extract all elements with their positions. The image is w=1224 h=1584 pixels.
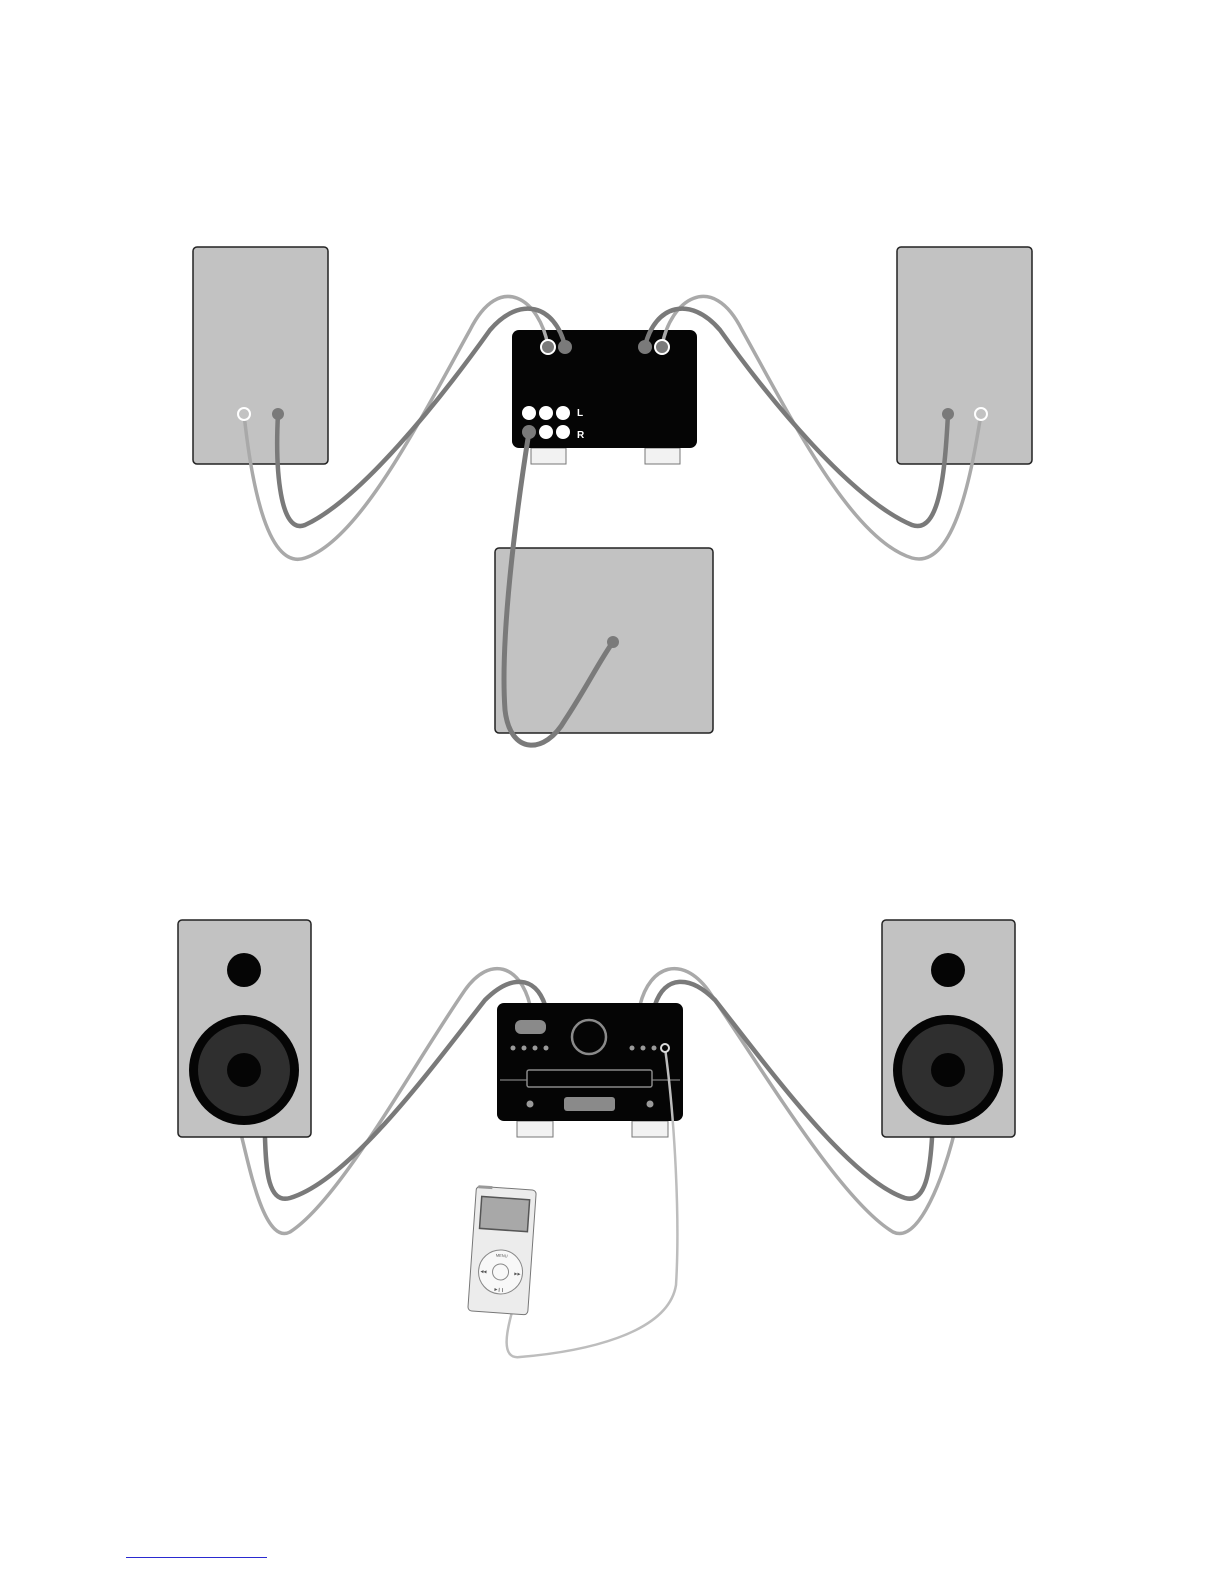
left-speaker-rear [193,247,328,464]
receiver-terminal [541,340,555,354]
woofer-dust-cap [227,1053,261,1087]
speaker-terminal [238,408,250,420]
front-view: MENU ▶❙❙ ◀◀ ▶▶ [178,920,1015,1357]
speaker-terminal [272,408,284,420]
ipod-center-button [492,1263,509,1280]
rca-jack [522,406,536,420]
screw-dot [647,1101,654,1108]
jack-label-right: R [577,430,585,441]
right-speaker-front [882,920,1015,1137]
rear-view: L R [193,247,1032,745]
speaker-terminal [975,408,987,420]
ipod: MENU ▶❙❙ ◀◀ ▶▶ [468,1185,537,1315]
indicator-dot [522,1046,527,1051]
ipod-play-label: ▶❙❙ [494,1287,504,1293]
receiver-foot [531,448,566,464]
subwoofer-rear [495,548,713,733]
woofer-dust-cap [931,1053,965,1087]
indicator-dot [544,1046,549,1051]
indicator-dot [511,1046,516,1051]
rca-plug [522,425,536,439]
display-window [515,1020,546,1034]
screw-dot [527,1101,534,1108]
subwoofer-terminal [607,636,619,648]
rca-jack [539,406,553,420]
ipod-menu-label: MENU [496,1253,508,1259]
tweeter [227,953,261,987]
rca-jack [556,406,570,420]
footer-rule [126,1557,267,1558]
receiver-foot [517,1121,553,1137]
indicator-dot [641,1046,646,1051]
rca-jack [539,425,553,439]
receiver-front [497,1003,683,1121]
indicator-dot [652,1046,657,1051]
receiver-terminal [558,340,572,354]
disc-tray [527,1070,652,1087]
ipod-screen [480,1196,530,1231]
receiver-foot [645,448,680,464]
left-speaker-front [178,920,311,1137]
jack-label-left: L [577,408,583,419]
indicator-dot [630,1046,635,1051]
receiver-foot [632,1121,668,1137]
receiver-terminal [638,340,652,354]
indicator-dot [533,1046,538,1051]
aux-input-jack [661,1044,669,1052]
front-panel-button [564,1097,615,1111]
rca-jack [556,425,570,439]
tweeter [931,953,965,987]
speaker-terminal [942,408,954,420]
receiver-terminal [655,340,669,354]
right-speaker-rear [897,247,1032,464]
